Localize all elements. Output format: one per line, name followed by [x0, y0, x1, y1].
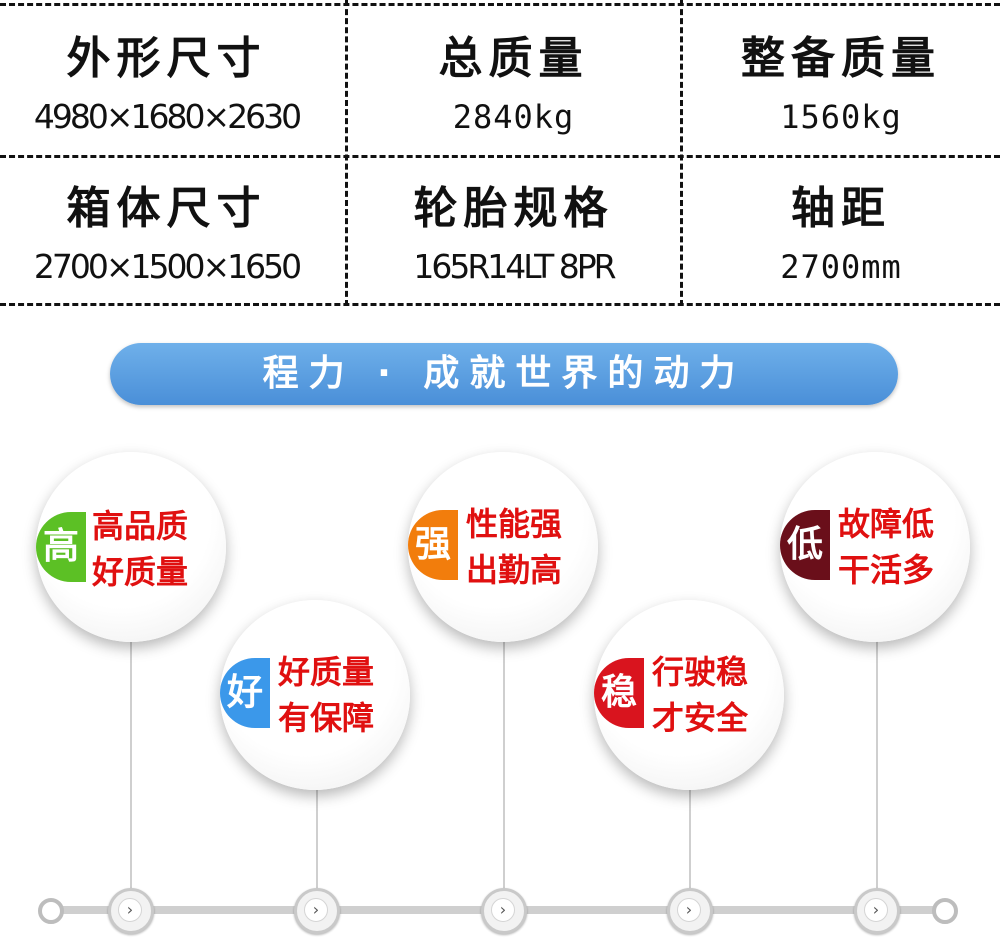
spec-label: 外形尺寸: [66, 33, 267, 84]
feature-line: 出勤高: [466, 551, 563, 589]
spec-value: 165R14LT 8PR: [413, 247, 616, 286]
divider: [0, 303, 1000, 306]
feature-badge: 稳: [594, 658, 644, 728]
spec-cell-box-size: 箱体尺寸 2700×1500×1650: [0, 155, 333, 305]
chevron-right-icon: ›: [118, 898, 142, 922]
feature-line: 干活多: [838, 551, 935, 589]
timeline-stem: [876, 640, 878, 890]
spec-label: 轮胎规格: [413, 183, 614, 234]
feature-badge: 低: [780, 510, 830, 580]
feature-line: 性能强: [466, 505, 563, 543]
feature-line: 好质量: [278, 653, 375, 691]
spec-value: 4980×1680×2630: [33, 97, 302, 136]
divider: [0, 3, 1000, 6]
spec-label: 轴距: [791, 183, 891, 234]
feature-line: 行驶稳: [652, 653, 749, 691]
timeline-stem: [316, 790, 318, 890]
spec-table: 外形尺寸 4980×1680×2630 总质量 2840kg 整备质量 1560…: [0, 0, 1000, 306]
timeline-end-knob: [38, 898, 64, 924]
feature-line: 高品质: [92, 507, 189, 545]
spec-cell-wheelbase: 轴距 2700mm: [682, 155, 1000, 305]
timeline-stem: [130, 640, 132, 890]
divider: [0, 155, 1000, 158]
timeline-node[interactable]: ›: [854, 888, 900, 934]
feature-line: 好质量: [92, 553, 189, 591]
chevron-right-icon: ›: [304, 898, 328, 922]
spec-label: 整备质量: [741, 33, 941, 84]
feature-line: 才安全: [652, 699, 749, 737]
spec-cell-tire-spec: 轮胎规格 165R14LT 8PR: [347, 155, 680, 305]
spec-value: 2700mm: [780, 248, 902, 286]
divider: [680, 0, 683, 306]
timeline-node[interactable]: ›: [481, 888, 527, 934]
timeline-stem: [689, 790, 691, 890]
divider: [345, 0, 348, 306]
feature-line: 故障低: [838, 505, 935, 543]
chevron-right-icon: ›: [864, 898, 888, 922]
spec-cell-outer-size: 外形尺寸 4980×1680×2630: [0, 5, 333, 155]
spec-label: 总质量: [438, 33, 589, 84]
feature-line: 有保障: [278, 699, 375, 737]
timeline-node[interactable]: ›: [108, 888, 154, 934]
timeline-node[interactable]: ›: [294, 888, 340, 934]
slogan-banner: 程力 · 成就世界的动力: [110, 343, 898, 405]
feature-badge: 强: [408, 510, 458, 580]
timeline-node[interactable]: ›: [667, 888, 713, 934]
spec-cell-curb-mass: 整备质量 1560kg: [682, 5, 1000, 155]
spec-value: 2840kg: [452, 98, 575, 136]
chevron-right-icon: ›: [677, 898, 701, 922]
feature-badge: 高: [36, 512, 86, 582]
chevron-right-icon: ›: [491, 898, 515, 922]
feature-badge: 好: [220, 658, 270, 728]
spec-label: 箱体尺寸: [66, 183, 267, 234]
timeline-end-knob: [932, 898, 958, 924]
spec-cell-total-mass: 总质量 2840kg: [347, 5, 680, 155]
spec-value: 1560kg: [780, 98, 902, 136]
timeline-stem: [503, 640, 505, 890]
spec-value: 2700×1500×1650: [33, 247, 302, 286]
